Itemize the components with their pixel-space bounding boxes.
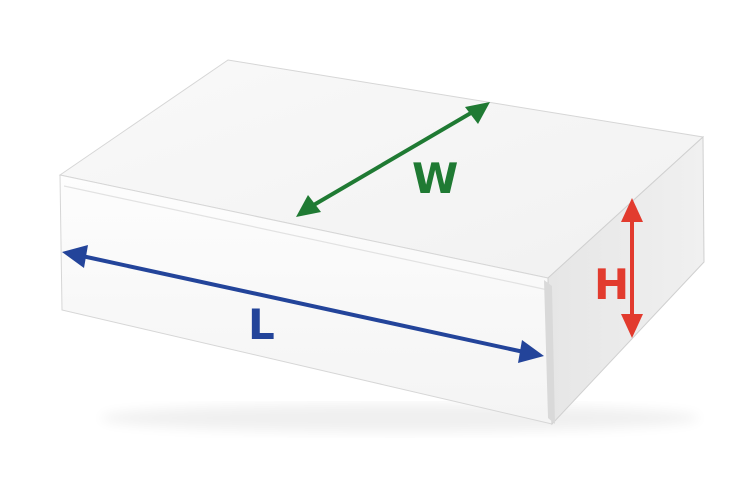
- width-arrow-head-end: [465, 102, 490, 124]
- width-arrow: [296, 102, 490, 217]
- length-arrow-head-end: [518, 340, 544, 363]
- width-arrow-head-start: [296, 195, 321, 217]
- height-arrow-head-bottom: [621, 314, 643, 338]
- box-corner-flap: [544, 280, 555, 424]
- height-label: H: [594, 260, 629, 309]
- length-arrow-line: [81, 254, 525, 354]
- length-arrow-head-start: [62, 245, 88, 268]
- box-shadow: [100, 404, 700, 432]
- height-arrow: [621, 198, 643, 338]
- length-label: L: [248, 300, 275, 349]
- height-arrow-head-top: [621, 198, 643, 222]
- width-label: W: [412, 154, 458, 203]
- box-lid-seam: [63, 185, 549, 291]
- length-arrow: [62, 245, 544, 363]
- width-arrow-line: [310, 108, 478, 208]
